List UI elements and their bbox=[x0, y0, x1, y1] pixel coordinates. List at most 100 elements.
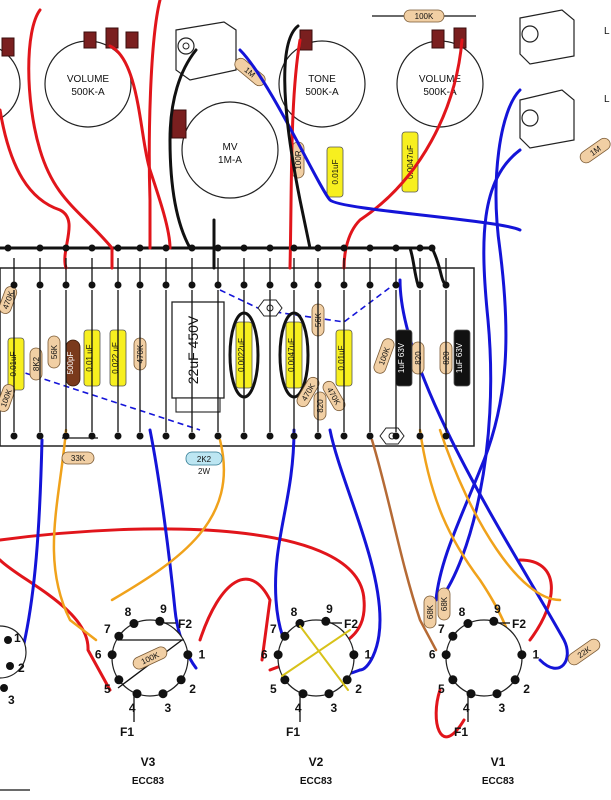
svg-text:68K: 68K bbox=[426, 604, 435, 619]
turret-bottom bbox=[266, 432, 274, 440]
svg-text:33K: 33K bbox=[71, 454, 86, 463]
socket-pin-2[interactable] bbox=[510, 675, 520, 685]
svg-text:100K: 100K bbox=[415, 12, 434, 21]
bus-junction bbox=[214, 244, 222, 252]
heater-f2-label: F2 bbox=[344, 617, 358, 631]
socket-pin-9[interactable] bbox=[489, 616, 499, 626]
pot-master-volume[interactable]: MV 1M-A bbox=[171, 101, 279, 199]
socket-pin-3[interactable] bbox=[324, 689, 334, 699]
socket-pin-label: 7 bbox=[438, 622, 445, 636]
turret-top bbox=[62, 281, 70, 289]
socket-pin-label: 9 bbox=[160, 602, 167, 616]
resistor-2k2: 2K2 2W bbox=[185, 451, 223, 476]
bus-junction bbox=[88, 244, 96, 252]
turret-top bbox=[114, 281, 122, 289]
socket-pin-label: 3 bbox=[330, 701, 337, 715]
turret-bottom bbox=[340, 432, 348, 440]
resistor-470k-edge: 470K bbox=[0, 286, 18, 314]
turret-bottom bbox=[416, 432, 424, 440]
socket-pin-5[interactable] bbox=[448, 675, 458, 685]
socket-pin-9[interactable] bbox=[321, 616, 331, 626]
socket-pin-label: 2 bbox=[189, 682, 196, 696]
pot-volume-v1[interactable]: VOLUME 500K-A bbox=[396, 27, 484, 128]
internal-wire bbox=[299, 625, 349, 691]
input-jack-top bbox=[175, 21, 237, 81]
heater-f2-label: F2 bbox=[512, 617, 526, 631]
svg-text:22uF 450V: 22uF 450V bbox=[185, 315, 201, 384]
resistor-22k: 22K bbox=[567, 638, 601, 666]
turret-top bbox=[442, 281, 450, 289]
svg-text:68K: 68K bbox=[440, 596, 449, 611]
pot-volume-v3[interactable]: VOLUME 500K-A bbox=[44, 27, 139, 128]
socket-pin-2[interactable] bbox=[176, 675, 186, 685]
tube-type-v1: ECC83 bbox=[482, 776, 515, 787]
socket-body bbox=[445, 619, 523, 697]
socket-pin-8[interactable] bbox=[463, 619, 473, 629]
pot-tone[interactable]: TONE 500K-A bbox=[278, 29, 366, 128]
socket-pin-3[interactable] bbox=[158, 689, 168, 699]
socket-pin-5[interactable] bbox=[280, 675, 290, 685]
socket-pin-label: 2 bbox=[355, 682, 362, 696]
socket-pin-label: 8 bbox=[291, 605, 298, 619]
turret-bottom bbox=[392, 432, 400, 440]
bus-junction bbox=[36, 244, 44, 252]
bus-junction bbox=[4, 244, 12, 252]
socket-pin-7[interactable] bbox=[448, 631, 458, 641]
svg-text:3: 3 bbox=[8, 693, 15, 707]
turret-posts bbox=[10, 258, 450, 440]
socket-pin-6[interactable] bbox=[273, 650, 283, 660]
turret-bottom bbox=[162, 432, 170, 440]
svg-text:2K2: 2K2 bbox=[197, 455, 212, 464]
socket-pin-label: 4 bbox=[129, 701, 136, 715]
heater-f1-label: F1 bbox=[286, 725, 300, 739]
socket-pin-9[interactable] bbox=[155, 616, 165, 626]
capacitor-1uf-a: 1uF 63V bbox=[395, 329, 413, 387]
svg-text:2: 2 bbox=[18, 661, 25, 675]
svg-text:100R: 100R bbox=[294, 150, 303, 169]
svg-text:820: 820 bbox=[414, 351, 423, 365]
pot-label-line2: 500K-A bbox=[71, 87, 105, 98]
socket-pin-1[interactable] bbox=[517, 650, 527, 660]
pot-label-line1: VOLUME bbox=[67, 74, 110, 85]
socket-pin-5[interactable] bbox=[114, 675, 124, 685]
socket-pin-2[interactable] bbox=[342, 675, 352, 685]
socket-pin-4[interactable] bbox=[298, 689, 308, 699]
socket-pin-6[interactable] bbox=[107, 650, 117, 660]
svg-text:0.0047uF: 0.0047uF bbox=[406, 145, 415, 179]
svg-text:0.01uF: 0.01uF bbox=[337, 345, 346, 370]
tube-label-v1: V1 bbox=[491, 755, 506, 769]
socket-pin-label: 8 bbox=[459, 605, 466, 619]
pot-label-line1: MV bbox=[223, 142, 238, 153]
socket-pin-label: 5 bbox=[438, 682, 445, 696]
turret-top bbox=[366, 281, 374, 289]
turret-top bbox=[136, 281, 144, 289]
socket-pin-1[interactable] bbox=[183, 650, 193, 660]
socket-pin-7[interactable] bbox=[114, 631, 124, 641]
turret-bottom bbox=[188, 432, 196, 440]
socket-pin-label: 3 bbox=[164, 701, 171, 715]
socket-pin-label: 5 bbox=[104, 682, 111, 696]
socket-pin-label: 2 bbox=[523, 682, 530, 696]
socket-pin-label: 6 bbox=[261, 647, 268, 661]
turret-top bbox=[214, 281, 222, 289]
bus-junction bbox=[136, 244, 144, 252]
bus-junction bbox=[366, 244, 374, 252]
socket-pin-4[interactable] bbox=[466, 689, 476, 699]
socket-pin-1[interactable] bbox=[349, 650, 359, 660]
socket-pin-3[interactable] bbox=[492, 689, 502, 699]
turret-bottom bbox=[62, 432, 70, 440]
socket-pin-8[interactable] bbox=[295, 619, 305, 629]
turret-bottom bbox=[36, 432, 44, 440]
socket-pin-7[interactable] bbox=[280, 631, 290, 641]
socket-pin-4[interactable] bbox=[132, 689, 142, 699]
socket-pin-8[interactable] bbox=[129, 619, 139, 629]
bus-junction bbox=[266, 244, 274, 252]
svg-text:56K: 56K bbox=[50, 344, 59, 359]
svg-text:8K2: 8K2 bbox=[32, 356, 41, 371]
bus-junctions bbox=[4, 244, 436, 252]
socket-pin-6[interactable] bbox=[441, 650, 451, 660]
